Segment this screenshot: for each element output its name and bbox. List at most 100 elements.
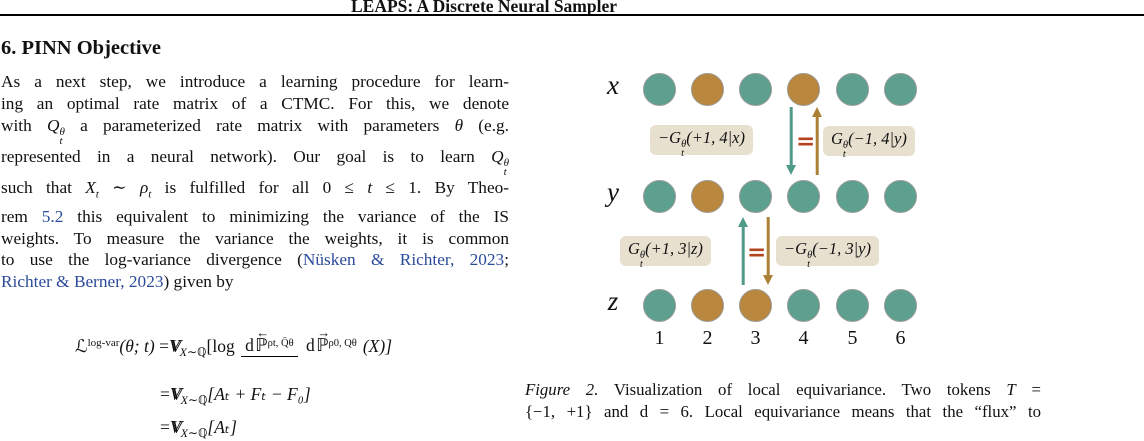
equals-sign: = [160, 384, 170, 404]
paragraph-line: ing an optimal rate matrix of a CTMC. Fo… [1, 93, 509, 115]
token-circle-z2 [691, 289, 724, 322]
paragraph-line: to use the log-variance divergence (Nüsk… [1, 249, 509, 271]
radon-nikodym-fraction: d ℙ←ρt, Q̄θ d ℙ→ρ0, Qθ [241, 325, 361, 358]
text-run: to use the log-variance divergence ( [1, 250, 303, 270]
row-label-x: x [607, 70, 619, 100]
citation-link[interactable]: Nüsken & Richter, 2023 [302, 250, 505, 270]
index-label-2: 2 [702, 327, 713, 349]
text-run: represented in a neural network). Our go… [1, 146, 492, 166]
paragraph-line: Richter & Berner, 2023) given by [1, 271, 509, 293]
token-circle-x4 [787, 73, 820, 106]
equals-sign-bottom: = [747, 240, 767, 266]
token-circle-y5 [836, 180, 869, 213]
figure-caption: Figure 2. Visualization of local equivar… [525, 379, 1041, 422]
text-run: ∼ [98, 177, 140, 197]
text-run: rem [1, 206, 42, 226]
row-label-z: z [607, 286, 619, 316]
math-theta: θ [454, 115, 464, 135]
down-arrow-gold-icon [762, 217, 774, 285]
up-arrow-teal-icon [737, 217, 749, 285]
math-log-open: [log [206, 336, 235, 356]
text-run: with [1, 115, 47, 135]
token-circle-x5 [836, 73, 869, 106]
index-label-1: 1 [654, 327, 665, 349]
token-circle-y1 [643, 180, 676, 213]
text-run: is fulfilled for all 0 ≤ [151, 177, 368, 197]
body-paragraph: As a next step, we introduce a learning … [1, 71, 509, 293]
header-rule [0, 14, 1144, 16]
math-L-superscript: log-var [87, 337, 120, 349]
text-run: = [1015, 380, 1041, 399]
math-token-set: T [1006, 380, 1016, 399]
token-circle-z3 [739, 289, 772, 322]
math-body: [Aₜ] [207, 417, 237, 437]
math-P-blackboard: ℙ← [255, 325, 270, 356]
token-circle-x2 [691, 73, 724, 106]
token-circle-x3 [739, 73, 772, 106]
token-circle-y6 [884, 180, 917, 213]
paragraph-line: rem 5.2 this equivalent to minimizing th… [1, 206, 509, 228]
up-arrow-gold-icon [811, 107, 823, 175]
citation-link[interactable]: Richter & Berner, 2023 [1, 272, 164, 292]
text-run: this equivalent to minimizing the varian… [63, 206, 509, 226]
math-L-args: (θ; t) [119, 336, 155, 356]
equals-sign-top: = [796, 129, 816, 155]
right-arrow-accent: → [317, 325, 331, 341]
denominator-superscript: ρ0, Qθ [328, 338, 357, 350]
row-label-y: y [607, 177, 619, 207]
text-run: ) given by [163, 272, 234, 292]
index-label-6: 6 [895, 327, 906, 349]
text-run: {−1, +1} and d = 6. Local equivariance m… [525, 401, 1041, 421]
token-circle-z6 [884, 289, 917, 322]
math-measure-subscript: X∼ℚ [180, 426, 208, 440]
fraction-numerator: d ℙ←ρt, Q̄θ [241, 325, 298, 358]
paragraph-line: such that Xt ∼ ρt is fulfilled for all 0… [1, 177, 509, 206]
down-arrow-teal-icon [785, 107, 797, 175]
token-circle-z5 [836, 289, 869, 322]
theorem-link[interactable]: 5.2 [41, 206, 64, 226]
index-label-5: 5 [847, 327, 858, 349]
text-run: Visualization of local equivariance. Two… [598, 380, 1007, 399]
math-argument-close: (X)] [362, 336, 392, 356]
math-measure-subscript: X∼ℚ [179, 345, 207, 359]
math-t: t [367, 177, 373, 197]
text-run: ≤ 1. By Theo- [372, 177, 510, 197]
paragraph-line: As a next step, we introduce a learning … [1, 71, 509, 93]
numerator-superscript: ρt, Q̄θ [267, 338, 294, 350]
math-X: Xt [85, 177, 99, 201]
caption-line: {−1, +1} and d = 6. Local equivariance m… [525, 401, 1041, 423]
text-run: weights. To measure the variance the wei… [1, 228, 509, 248]
token-circle-x1 [643, 73, 676, 106]
section-heading: 6. PINN Objective [1, 37, 161, 59]
text-run: such that [1, 177, 86, 197]
token-circle-x6 [884, 73, 917, 106]
equals-sign: = [159, 336, 169, 356]
text-run: As a next step, we introduce a learning … [1, 72, 509, 91]
token-circle-z1 [643, 289, 676, 322]
fraction-denominator: d ℙ→ρ0, Qθ [305, 325, 357, 356]
token-circle-y2 [691, 180, 724, 213]
math-P-blackboard: ℙ→ [316, 325, 331, 356]
index-label-4: 4 [798, 327, 809, 349]
left-arrow-accent: ← [256, 325, 270, 341]
text-run: ing an optimal rate matrix of a CTMC. Fo… [1, 93, 509, 113]
token-circle-y4 [787, 180, 820, 213]
token-circle-y3 [739, 180, 772, 213]
text-run: a parameterized rate matrix with paramet… [64, 115, 455, 135]
math-rho: ρt [139, 177, 152, 201]
paragraph-line: weights. To measure the variance the wei… [1, 228, 509, 250]
caption-line: Figure 2. Visualization of local equivar… [525, 379, 1041, 401]
text-run: (e.g. [463, 115, 510, 135]
